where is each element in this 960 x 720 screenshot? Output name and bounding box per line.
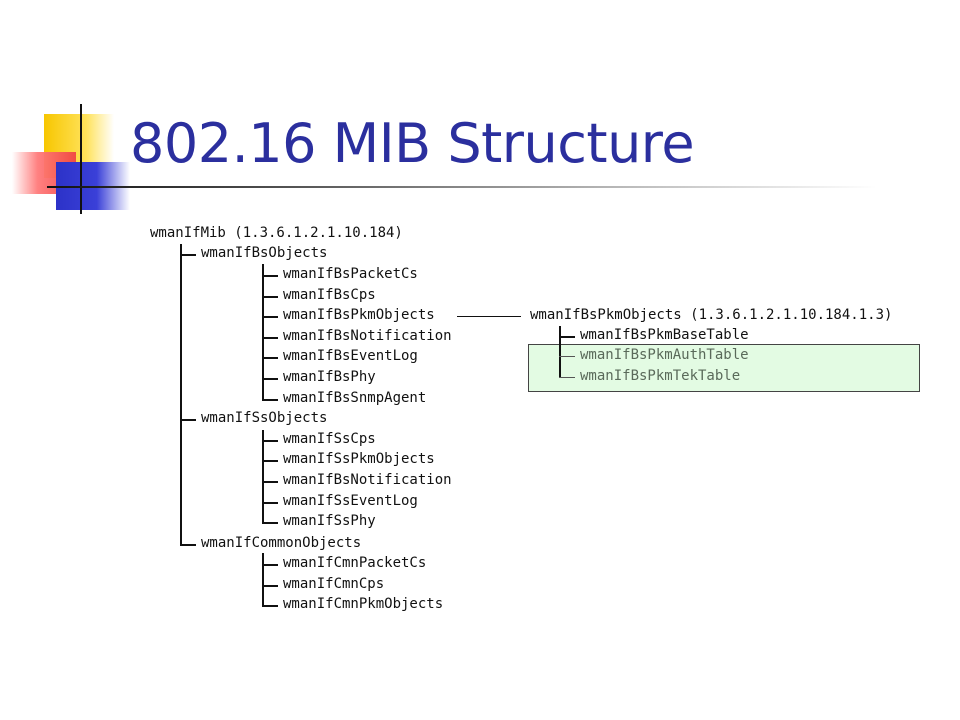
pkm-detail-label: wmanIfBsPkmObjects (1.3.6.1.2.1.10.184.1…: [530, 307, 893, 323]
pkm-connector-line: [457, 316, 521, 317]
pkm-table-item: wmanIfBsPkmAuthTable: [580, 347, 749, 363]
branch-line: [262, 399, 278, 401]
branch-line: [559, 336, 575, 338]
tree-item: wmanIfBsEventLog: [283, 348, 418, 364]
branch-line: [262, 296, 278, 298]
group-label: wmanIfBsObjects: [201, 245, 328, 261]
tree-item: wmanIfBsSnmpAgent: [283, 390, 427, 406]
title-underline: [47, 186, 877, 188]
tree-item: wmanIfCmnPacketCs: [283, 555, 427, 571]
branch-line: [262, 275, 278, 277]
tree-item: wmanIfBsCps: [283, 287, 376, 303]
branch-line: [180, 544, 196, 546]
decor-vertical-line: [80, 104, 82, 214]
tree-item: wmanIfBsNotification: [283, 472, 452, 488]
slide-title: 802.16 MIB Structure: [130, 112, 695, 175]
branch-line: [559, 377, 575, 378]
tree-item: wmanIfSsEventLog: [283, 493, 418, 509]
tree-item: wmanIfBsPhy: [283, 369, 376, 385]
highlight-box: [528, 344, 920, 392]
group-label: wmanIfSsObjects: [201, 410, 328, 426]
branch-line: [180, 419, 196, 421]
branch-line: [262, 481, 278, 483]
tree-item: wmanIfBsPkmObjects: [283, 307, 435, 323]
group-label: wmanIfCommonObjects: [201, 535, 362, 551]
tree-item: wmanIfSsCps: [283, 431, 376, 447]
pkm-table-item: wmanIfBsPkmBaseTable: [580, 327, 749, 343]
branch-line: [262, 564, 278, 566]
branch-line: [262, 585, 278, 587]
subtrunk-line: [262, 264, 264, 400]
branch-line: [262, 378, 278, 380]
branch-line: [180, 254, 196, 256]
tree-item: wmanIfSsPhy: [283, 513, 376, 529]
trunk-line: [180, 244, 182, 546]
branch-line: [262, 460, 278, 462]
branch-line: [262, 522, 278, 524]
tree-item: wmanIfCmnCps: [283, 576, 385, 592]
branch-line: [262, 316, 278, 318]
tree-root: wmanIfMib (1.3.6.1.2.1.10.184): [150, 225, 403, 241]
pkm-table-item: wmanIfBsPkmTekTable: [580, 368, 741, 384]
branch-line: [559, 356, 575, 357]
tree-item: wmanIfBsPacketCs: [283, 266, 418, 282]
branch-line: [262, 502, 278, 504]
branch-line: [262, 357, 278, 359]
branch-line: [262, 605, 278, 607]
subtrunk-line: [262, 553, 264, 606]
subtrunk-line: [262, 430, 264, 523]
pkm-subtrunk-line: [559, 326, 561, 378]
tree-item: wmanIfBsNotification: [283, 328, 452, 344]
tree-item: wmanIfSsPkmObjects: [283, 451, 435, 467]
branch-line: [262, 440, 278, 442]
branch-line: [262, 337, 278, 339]
tree-item: wmanIfCmnPkmObjects: [283, 596, 444, 612]
